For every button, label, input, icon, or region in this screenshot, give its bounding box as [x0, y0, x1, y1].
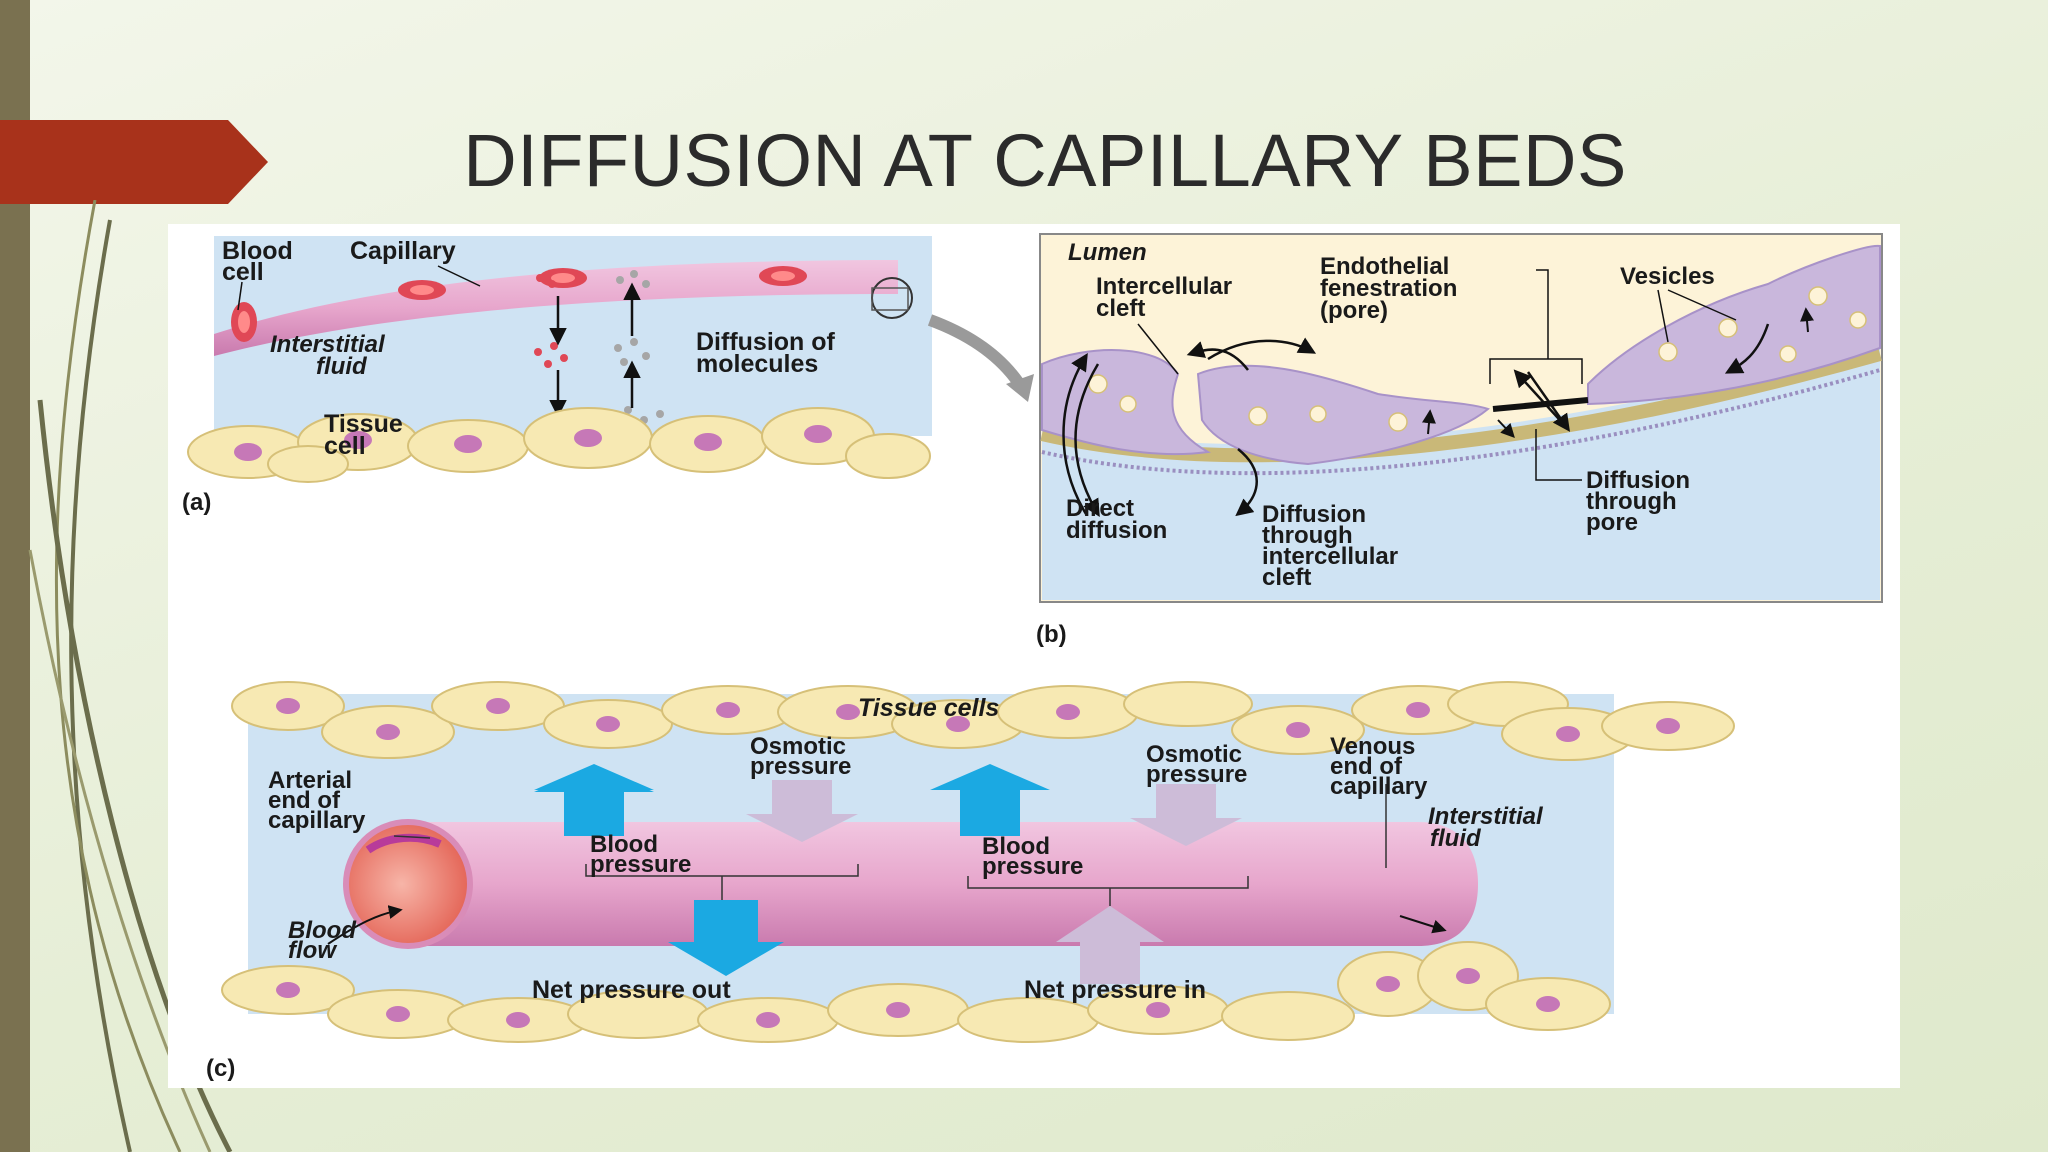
panel-c-tag: (c)	[206, 1055, 235, 1082]
osmotic-pressure-arrow-1	[746, 780, 858, 842]
tissue-nuclei-top	[276, 698, 1680, 742]
diffusion-of-molecules-label: Diffusion of molecules	[696, 328, 842, 378]
panel-a: Blood cell Capillary Interstitial fluid …	[182, 236, 1034, 516]
net-pressure-in-label: Net pressure in	[1024, 976, 1206, 1004]
lumen-label: Lumen	[1068, 239, 1147, 266]
title-arrow-shape	[0, 120, 268, 204]
osmotic-pressure-label-2: Osmotic pressure	[1146, 741, 1249, 788]
direct-diffusion-label: Direct diffusion	[1066, 495, 1167, 544]
panel-a-tag: (a)	[182, 489, 211, 516]
net-pressure-out-arrow	[668, 900, 784, 976]
blood-pressure-arrow-2	[930, 764, 1050, 836]
capillary-diagram: Blood cell Capillary Interstitial fluid …	[168, 224, 1900, 1088]
net-pressure-out-label: Net pressure out	[532, 976, 731, 1004]
osmotic-pressure-arrow-2	[1130, 784, 1242, 846]
tissue-nuclei-bottom	[276, 968, 1560, 1028]
blood-flow-label: Blood flow	[288, 917, 363, 964]
blood-pressure-label-2: Blood pressure	[982, 833, 1083, 880]
tissue-cells-label: Tissue cells	[858, 694, 999, 722]
fenestration-pore	[1492, 397, 1589, 412]
venous-end-label: Venous end of capillary	[1330, 733, 1428, 800]
tissue-nuclei-a	[234, 425, 832, 461]
capillary-vessel	[214, 260, 898, 356]
osmotic-pressure-label-1: Osmotic pressure	[750, 733, 853, 780]
endothelial-fenestration-label: Endothelial fenestration (pore)	[1320, 253, 1464, 324]
interstitial-fluid-label-c: Interstitial fluid	[1428, 803, 1549, 852]
panel-b: Lumen Intercellular cleft Endothelial fe…	[1036, 233, 1883, 648]
vesicles-label: Vesicles	[1620, 263, 1715, 290]
arterial-end-label: Arterial end of capillary	[268, 767, 366, 834]
diffusion-through-pore-label: Diffusion through pore	[1586, 467, 1697, 536]
vesicles	[1088, 286, 1867, 432]
tissue-cell-label: Tissue cell	[324, 410, 410, 460]
net-pressure-in-arrow	[1056, 906, 1164, 984]
capillary-label: Capillary	[350, 237, 456, 265]
slide-title: DIFFUSION AT CAPILLARY BEDS	[463, 119, 1627, 202]
panel-b-tag: (b)	[1036, 621, 1067, 648]
capillary-tube	[408, 822, 1478, 946]
blood-pressure-label-1: Blood pressure	[590, 831, 691, 878]
panel-c: Tissue cells Osmotic pressure Osmotic pr…	[206, 681, 1735, 1082]
intercellular-cleft-label: Intercellular cleft	[1096, 273, 1239, 322]
interstitial-fluid-label: Interstitial fluid	[270, 331, 391, 380]
arterial-end-opening	[343, 819, 473, 949]
diffusion-through-cleft-label: Diffusion through intercellular cleft	[1262, 501, 1405, 591]
blood-cell-label: Blood cell	[222, 237, 300, 286]
